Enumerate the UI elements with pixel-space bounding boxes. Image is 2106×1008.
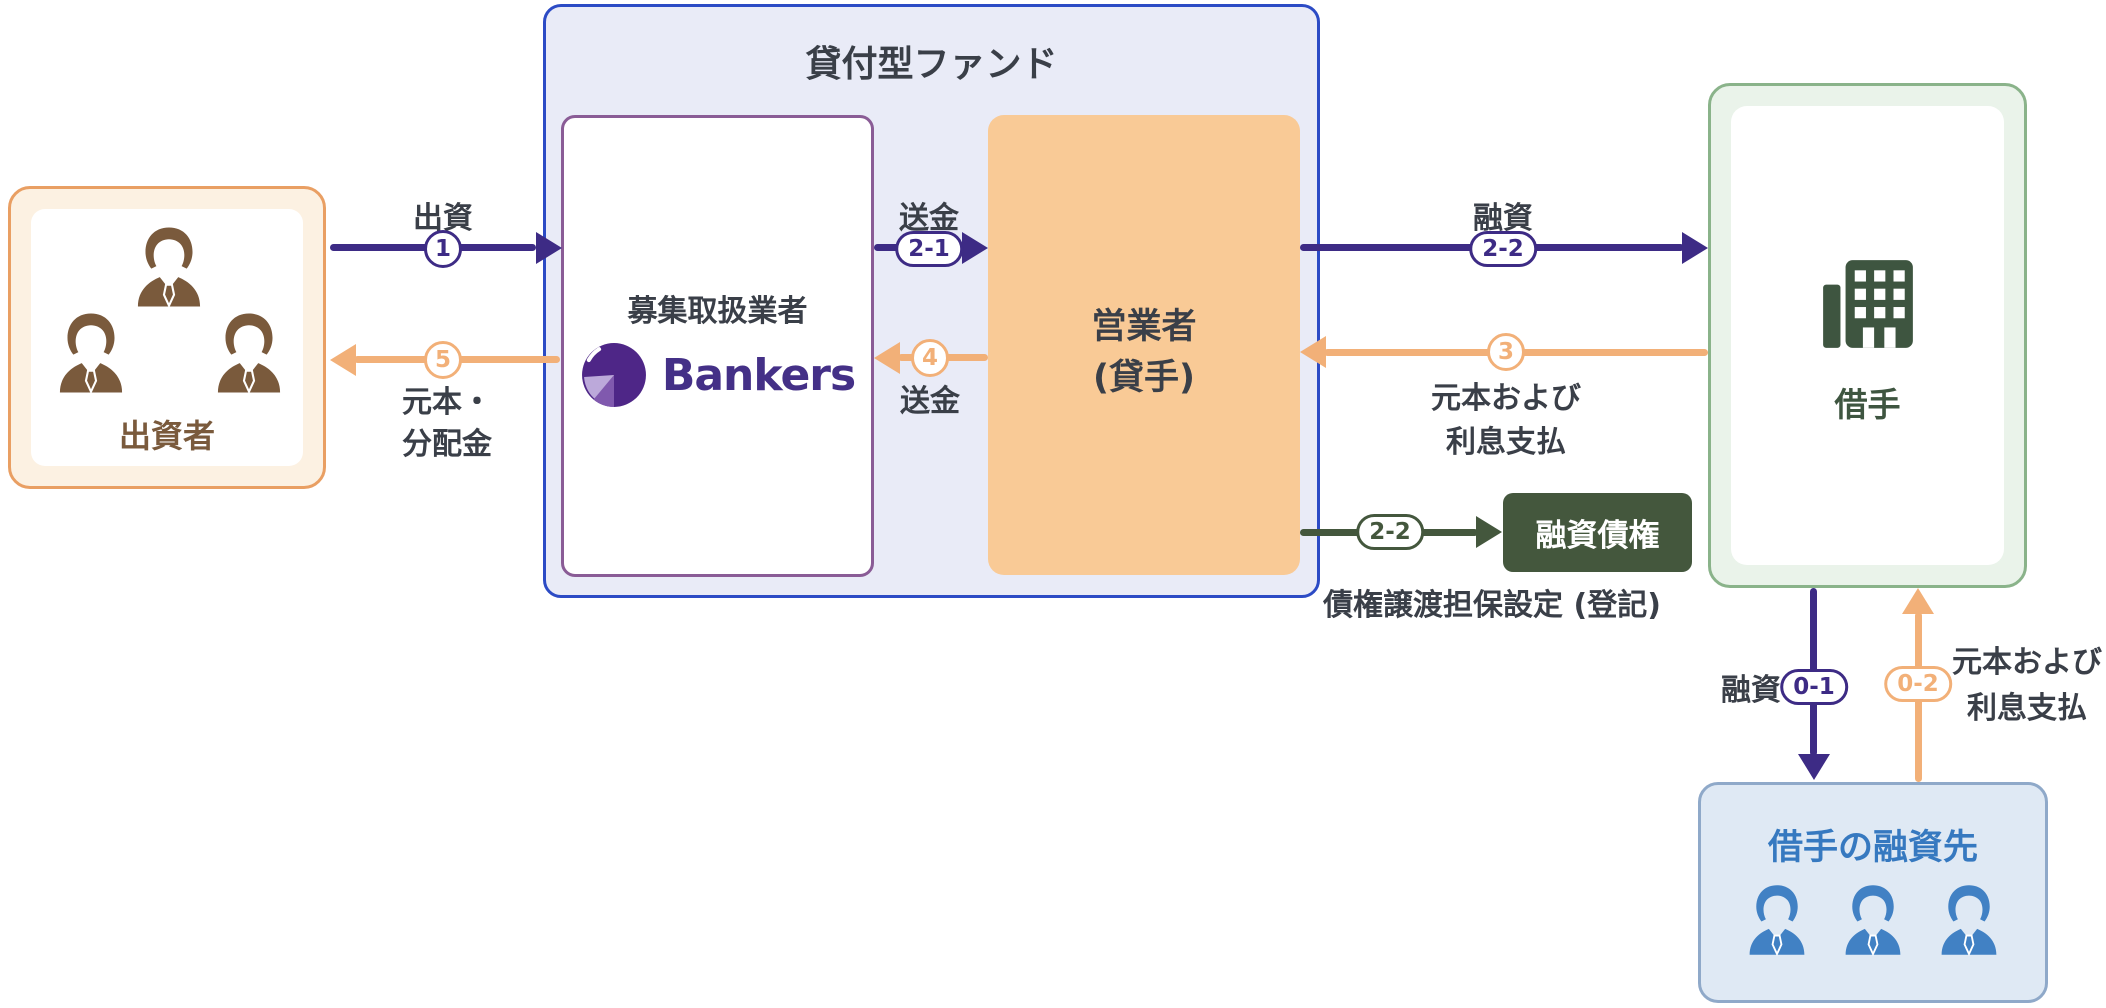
- arrow-loan-2-2-head: [1682, 232, 1708, 264]
- flow-repay-3-badge: 3: [1487, 333, 1525, 371]
- flow-remit-2-1-badge: 2-1: [895, 231, 963, 267]
- operator-label-line1: 営業者: [1091, 307, 1197, 348]
- person-icon: [216, 312, 282, 394]
- flow-loan-2-2-label: 融資: [1473, 201, 1533, 236]
- flow-repay-0-2-label-line1: 元本および: [1952, 645, 2102, 680]
- flow-repay-3-label: 元本および 利息支払: [1431, 377, 1581, 465]
- person-icon: [1844, 884, 1902, 956]
- flow-invest-badge: 1: [424, 230, 462, 268]
- borrower-label: 借手: [1834, 385, 1901, 424]
- flow-repay-3-label-line2: 利息支払: [1446, 425, 1566, 460]
- operator-label-line2: (貸手): [1093, 358, 1195, 398]
- person-icon: [136, 226, 202, 308]
- flow-return-label-line2: 分配金: [402, 427, 492, 462]
- flow-repay-0-2-label: 元本および 利息支払: [1952, 640, 2102, 732]
- flow-repay-0-2-label-line2: 利息支払: [1967, 691, 2087, 726]
- flow-loan-0-1-badge: 0-1: [1780, 669, 1848, 705]
- flow-loan-2-2-badge: 2-2: [1469, 231, 1537, 267]
- person-icon: [58, 312, 124, 394]
- arrow-repay-3-head: [1300, 336, 1326, 368]
- investors-label: 出資者: [118, 417, 215, 455]
- arrow-return-head: [330, 344, 356, 376]
- flow-return-badge: 5: [424, 341, 462, 379]
- fund-title: 貸付型ファンド: [805, 44, 1058, 85]
- recipients-box: 借手の融資先: [1698, 782, 2048, 1003]
- borrower-box: 借手: [1708, 83, 2027, 588]
- investors-box: 出資者: [8, 186, 326, 489]
- flow-return-label: 元本・ 分配金: [402, 382, 492, 466]
- flow-return-label-line1: 元本・: [402, 385, 492, 420]
- bankers-logo-icon: [581, 343, 646, 407]
- person-icon: [1748, 884, 1806, 956]
- building-icon: [1822, 260, 1913, 348]
- brand-logo: Bankers: [564, 333, 871, 417]
- arrow-claim-head: [1476, 516, 1502, 548]
- investors-inner-panel: [31, 209, 303, 466]
- flow-claim-badge: 2-2: [1356, 514, 1424, 550]
- operator-box: 営業者 (貸手): [988, 115, 1300, 575]
- brand-wordmark: Bankers: [661, 349, 856, 401]
- person-icon: [1940, 884, 1998, 956]
- recipients-label: 借手の融資先: [1767, 828, 1978, 868]
- arrow-invest-head: [536, 232, 562, 264]
- agent-box: 募集取扱業者 Bankers: [561, 115, 874, 577]
- agent-role-label: 募集取扱業者: [627, 294, 808, 329]
- loan-claim-label: 融資債権: [1535, 518, 1660, 554]
- flow-loan-0-1-label: 融資: [1721, 673, 1781, 708]
- flow-remit-4-label: 送金: [900, 384, 960, 419]
- arrow-remit-2-1-head: [962, 232, 988, 264]
- flow-remit-4-badge: 4: [911, 339, 949, 377]
- loan-claim-box: 融資債権: [1503, 493, 1692, 572]
- flow-repay-3-label-line1: 元本および: [1431, 381, 1581, 416]
- arrow-loan-0-1-head: [1798, 754, 1830, 780]
- recipients-person-row: [1701, 883, 2045, 957]
- flow-repay-0-2-badge: 0-2: [1884, 666, 1952, 702]
- loan-claim-caption: 債権譲渡担保設定 (登記): [1323, 588, 1661, 623]
- arrow-repay-0-2-head: [1902, 588, 1934, 614]
- flow-remit-2-1-label: 送金: [899, 201, 959, 236]
- arrow-remit-4-head: [874, 342, 900, 374]
